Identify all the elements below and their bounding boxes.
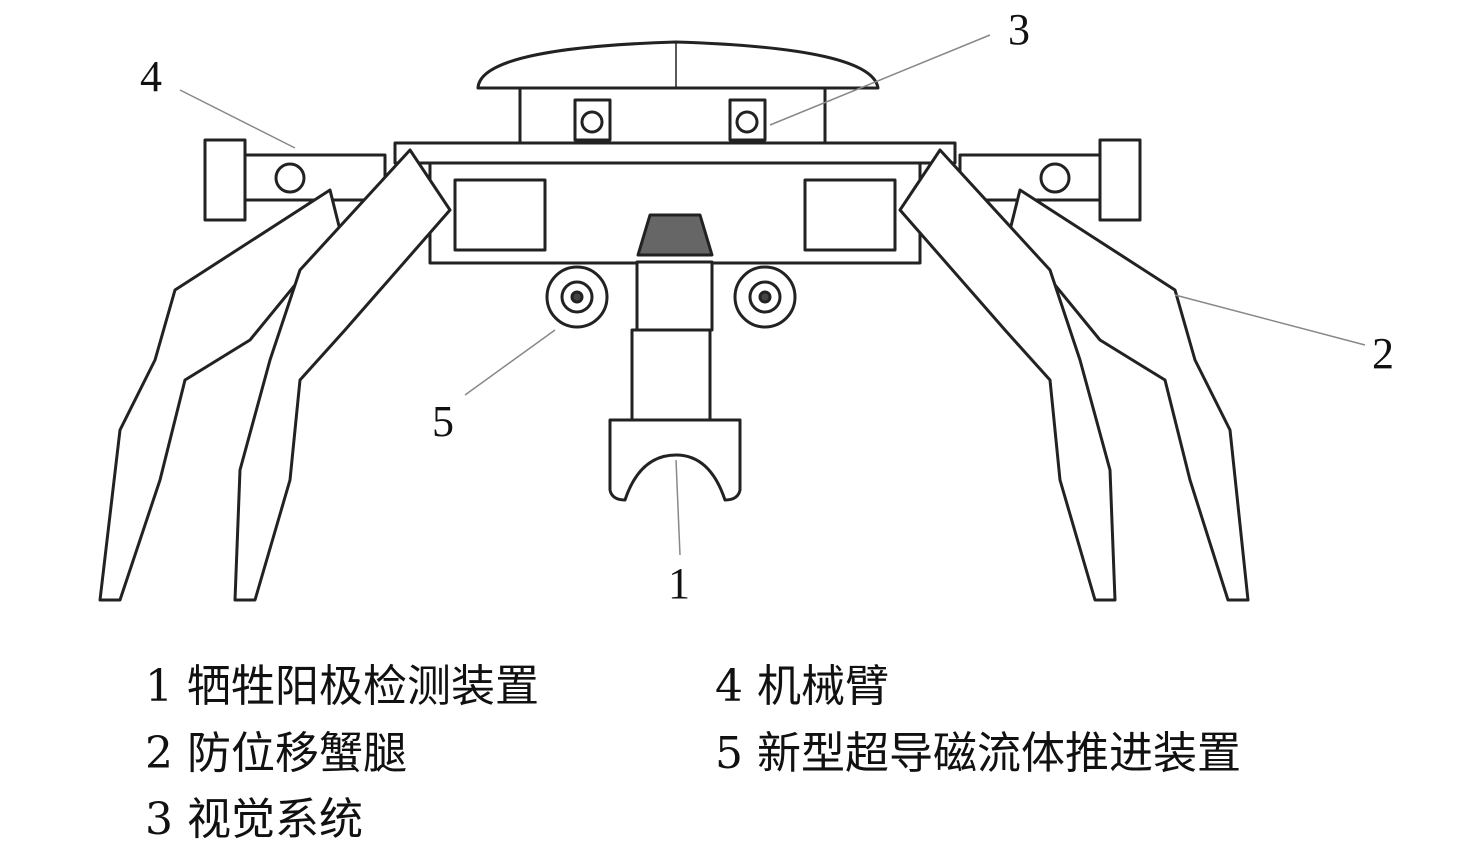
- callout-4: 4: [140, 52, 162, 101]
- detector-fork: [608, 418, 742, 502]
- body-plate: [393, 141, 957, 165]
- legend-label: 防位移蟹腿: [187, 728, 407, 779]
- camera-left: [573, 98, 612, 142]
- callout-1: 1: [668, 559, 690, 608]
- camera-right: [728, 98, 767, 142]
- leader-1: [675, 459, 681, 556]
- leg-right-outer: [1008, 188, 1250, 602]
- dome: [476, 40, 880, 90]
- callout-2: 2: [1372, 329, 1394, 378]
- callout-3: 3: [1008, 5, 1030, 54]
- legend-num: 3: [145, 794, 173, 845]
- legend-label: 视觉系统: [187, 794, 363, 845]
- leg-left-inner: [233, 148, 452, 602]
- leader-4: [179, 89, 296, 149]
- legend-num: 5: [715, 728, 743, 779]
- robot-diagram: [98, 34, 1366, 602]
- legend-label: 新型超导磁流体推进装置: [757, 728, 1241, 779]
- manipulator-left: [203, 138, 387, 222]
- vision-mount: [518, 86, 827, 145]
- legend-num: 4: [715, 661, 743, 712]
- leader-3: [769, 34, 991, 126]
- leg-right-inner: [898, 148, 1117, 602]
- leader-2: [1174, 294, 1366, 346]
- legend-num: 1: [145, 661, 173, 712]
- thruster-right: [733, 265, 797, 329]
- callout-5: 5: [432, 397, 454, 446]
- arm-joint: [636, 213, 714, 257]
- legend-label: 牺牲阳极检测装置: [187, 661, 539, 712]
- legend-num: 2: [145, 728, 173, 779]
- leg-left-outer: [98, 188, 342, 602]
- legend-label: 机械臂: [757, 661, 889, 712]
- leader-5: [464, 329, 556, 396]
- detector-arm: [635, 260, 714, 332]
- thruster-left: [545, 265, 609, 329]
